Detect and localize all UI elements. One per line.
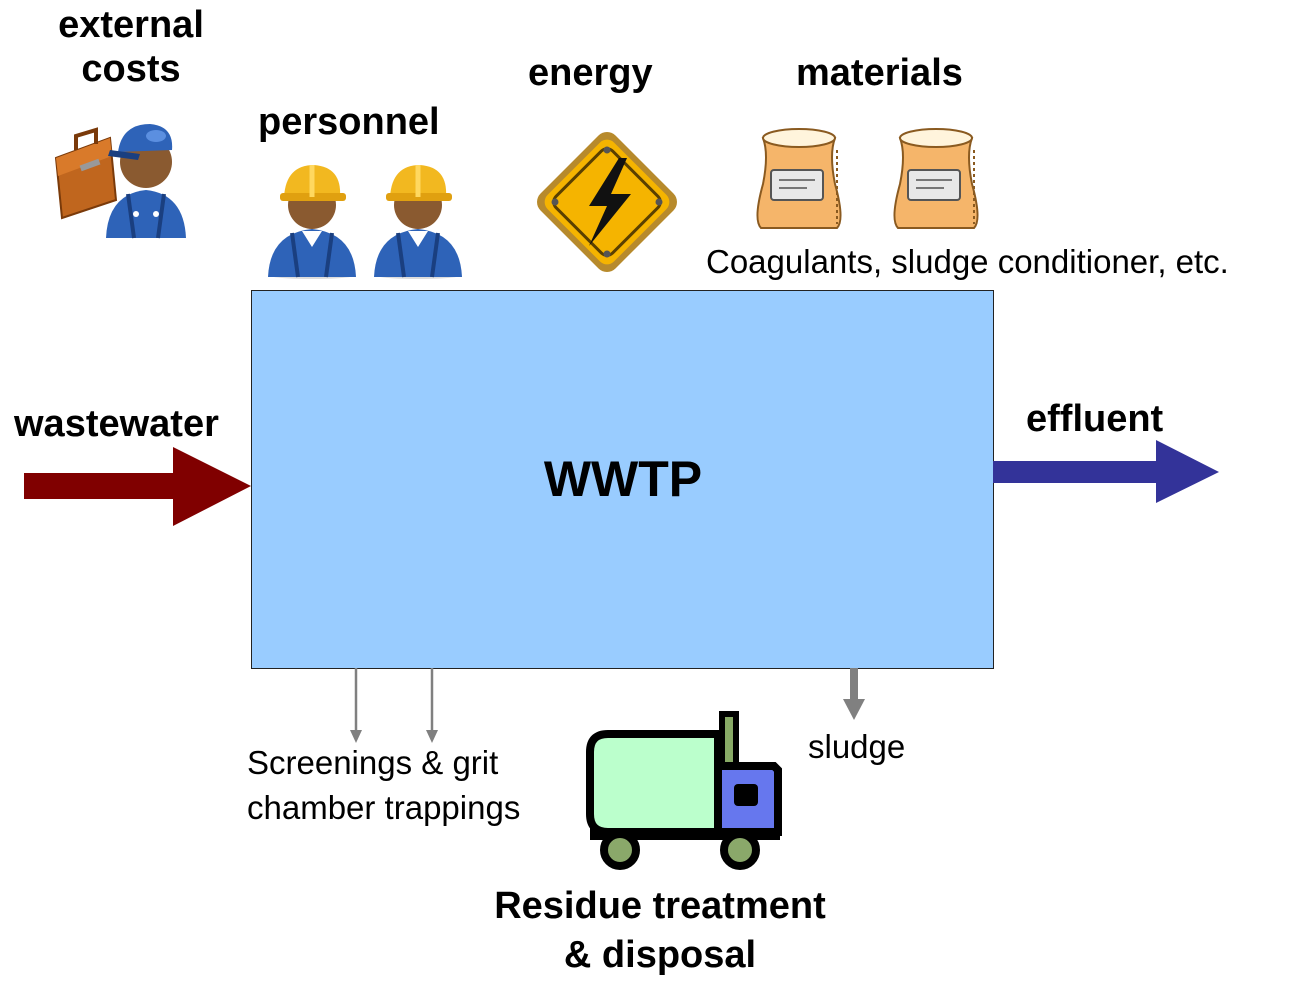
residue-label: Residue treatment & disposal: [494, 885, 826, 977]
external-costs-label: external costs: [58, 4, 204, 90]
material-sack-icon: [756, 128, 842, 229]
materials-note: Coagulants, sludge conditioner, etc.: [706, 243, 1229, 280]
screenings-label: Screenings & grit chamber trappings: [247, 744, 521, 826]
materials-label: materials: [796, 52, 963, 94]
energy-label: energy: [528, 52, 653, 94]
effluent-label: effluent: [1026, 398, 1164, 440]
hard-hat-worker-icon: [268, 165, 356, 279]
truck-icon: [586, 711, 782, 870]
hard-hat-worker-icon: [374, 165, 462, 279]
plant-box: [251, 290, 994, 669]
sludge-label: sludge: [808, 728, 906, 765]
wastewater-label: wastewater: [14, 403, 219, 445]
high-voltage-sign-icon: [537, 132, 677, 272]
material-sack-icon: [893, 128, 979, 229]
plant-label: WWTP: [543, 451, 703, 507]
personnel-label: personnel: [258, 101, 440, 143]
worker-with-toolbox-icon: [54, 124, 186, 239]
